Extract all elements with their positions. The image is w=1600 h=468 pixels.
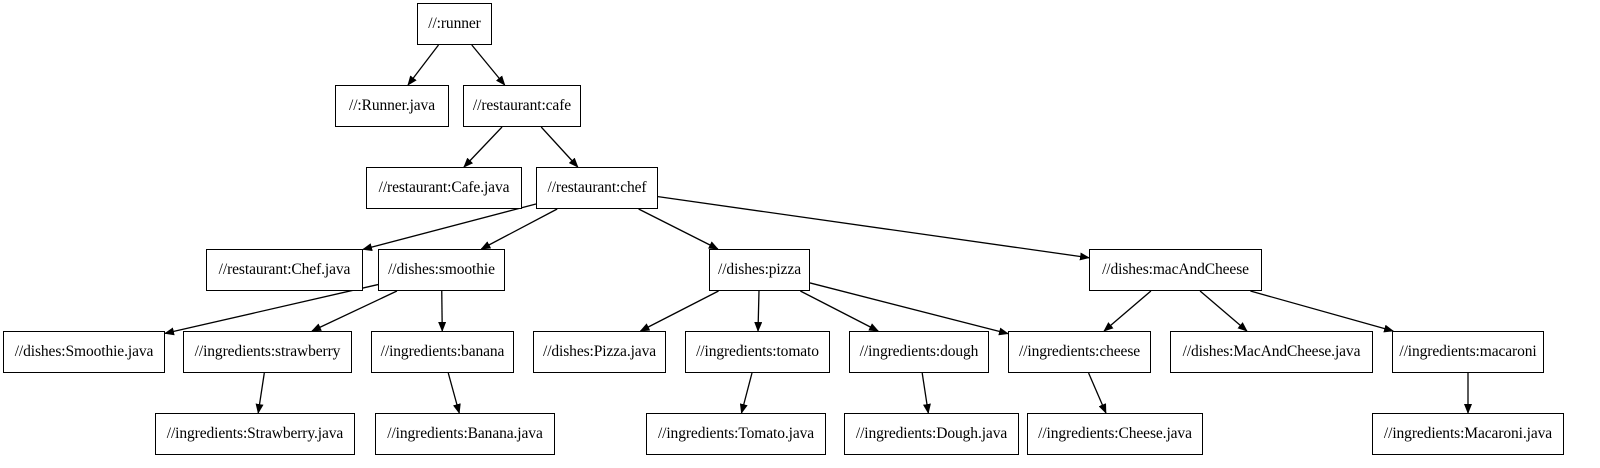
graph-edge-dishes_pizza-to-ing_cheese xyxy=(809,282,1009,336)
graph-node-ing_strawberry[interactable]: //ingredients:strawberry xyxy=(183,331,352,373)
graph-node-label: //dishes:pizza xyxy=(718,261,801,279)
graph-edge-ing_banana-to-banana_java xyxy=(447,372,461,414)
graph-edge-ing_tomato-to-tomato_java xyxy=(739,372,753,414)
graph-edge-dishes_smoothie-to-smoothie_java xyxy=(164,283,379,336)
graph-node-ing_dough[interactable]: //ingredients:dough xyxy=(849,331,989,373)
graph-node-ing_cheese[interactable]: //ingredients:cheese xyxy=(1008,331,1151,373)
graph-node-label: //ingredients:Strawberry.java xyxy=(166,425,344,443)
graph-edge-restaurant_chef-to-chef_java xyxy=(362,203,537,251)
graph-node-runner_java[interactable]: //:Runner.java xyxy=(335,85,449,127)
graph-node-label: //dishes:smoothie xyxy=(388,261,495,279)
graph-edge-restaurant_cafe-to-restaurant_chef xyxy=(540,126,579,168)
graph-node-label: //ingredients:tomato xyxy=(696,343,819,361)
graph-edge-runner-to-restaurant_cafe xyxy=(471,44,506,86)
graph-edge-ing_dough-to-dough_java xyxy=(921,372,931,414)
graph-node-label: //restaurant:cafe xyxy=(472,97,572,115)
graph-node-banana_java[interactable]: //ingredients:Banana.java xyxy=(375,413,555,455)
graph-node-dough_java[interactable]: //ingredients:Dough.java xyxy=(844,413,1019,455)
graph-node-label: //ingredients:strawberry xyxy=(194,343,341,361)
graph-edge-dishes_pizza-to-ing_tomato xyxy=(754,290,763,332)
graph-node-label: //ingredients:Macaroni.java xyxy=(1383,425,1553,443)
graph-node-label: //dishes:MacAndCheese.java xyxy=(1182,343,1361,361)
graph-node-restaurant_cafe[interactable]: //restaurant:cafe xyxy=(463,85,581,127)
graph-node-ing_tomato[interactable]: //ingredients:tomato xyxy=(685,331,830,373)
graph-node-label: //dishes:Smoothie.java xyxy=(14,343,154,361)
graph-node-strawberry_java[interactable]: //ingredients:Strawberry.java xyxy=(155,413,355,455)
graph-node-label: //ingredients:Dough.java xyxy=(855,425,1008,443)
graph-edge-dishes_pizza-to-pizza_java xyxy=(639,290,719,332)
graph-edge-ing_strawberry-to-strawberry_java xyxy=(255,372,265,414)
graph-node-dishes_smoothie[interactable]: //dishes:smoothie xyxy=(378,249,505,291)
graph-node-label: //restaurant:Cafe.java xyxy=(378,179,510,197)
graph-edge-dishes_pizza-to-ing_dough xyxy=(800,290,880,332)
graph-node-label: //ingredients:macaroni xyxy=(1399,343,1537,361)
graph-node-label: //dishes:macAndCheese xyxy=(1102,261,1249,279)
graph-node-label: //dishes:Pizza.java xyxy=(542,343,657,361)
graph-node-ing_banana[interactable]: //ingredients:banana xyxy=(371,331,514,373)
graph-node-label: //ingredients:banana xyxy=(380,343,505,361)
graph-edge-runner-to-runner_java xyxy=(407,44,440,86)
graph-edge-ing_cheese-to-cheese_java xyxy=(1087,372,1107,414)
graph-node-label: //restaurant:Chef.java xyxy=(218,261,351,279)
graph-edge-restaurant_cafe-to-cafe_java xyxy=(463,126,503,168)
graph-node-label: //ingredients:cheese xyxy=(1018,343,1141,361)
graph-node-label: //ingredients:Banana.java xyxy=(387,425,543,443)
graph-node-label: //ingredients:Tomato.java xyxy=(657,425,815,443)
graph-edge-dishes_smoothie-to-ing_strawberry xyxy=(311,290,398,332)
graph-node-chef_java[interactable]: //restaurant:Chef.java xyxy=(206,249,363,291)
graph-node-cafe_java[interactable]: //restaurant:Cafe.java xyxy=(366,167,522,209)
graph-node-cheese_java[interactable]: //ingredients:Cheese.java xyxy=(1027,413,1203,455)
graph-node-label: //:Runner.java xyxy=(349,97,435,115)
graph-node-label: //:runner xyxy=(428,15,481,33)
graph-edge-dishes_mac-to-ing_cheese xyxy=(1103,290,1152,332)
graph-node-runner[interactable]: //:runner xyxy=(417,3,492,45)
graph-node-label: //ingredients:dough xyxy=(859,343,979,361)
graph-edge-restaurant_chef-to-dishes_pizza xyxy=(638,208,719,250)
graph-node-tomato_java[interactable]: //ingredients:Tomato.java xyxy=(646,413,826,455)
graph-node-pizza_java[interactable]: //dishes:Pizza.java xyxy=(533,331,666,373)
graph-node-label: //ingredients:Cheese.java xyxy=(1038,425,1192,443)
graph-node-label: //restaurant:chef xyxy=(547,179,647,197)
graph-edge-restaurant_chef-to-dishes_smoothie xyxy=(480,208,558,250)
graph-node-ing_macaroni[interactable]: //ingredients:macaroni xyxy=(1392,331,1544,373)
graph-node-restaurant_chef[interactable]: //restaurant:chef xyxy=(536,167,658,209)
graph-node-dishes_mac[interactable]: //dishes:macAndCheese xyxy=(1089,249,1262,291)
graph-node-macaroni_java[interactable]: //ingredients:Macaroni.java xyxy=(1372,413,1564,455)
graph-node-mac_java[interactable]: //dishes:MacAndCheese.java xyxy=(1170,331,1373,373)
graph-edge-dishes_mac-to-ing_macaroni xyxy=(1250,290,1395,333)
graph-node-dishes_pizza[interactable]: //dishes:pizza xyxy=(709,249,810,291)
graph-node-smoothie_java[interactable]: //dishes:Smoothie.java xyxy=(3,331,165,373)
graph-edge-dishes_mac-to-mac_java xyxy=(1199,290,1248,332)
